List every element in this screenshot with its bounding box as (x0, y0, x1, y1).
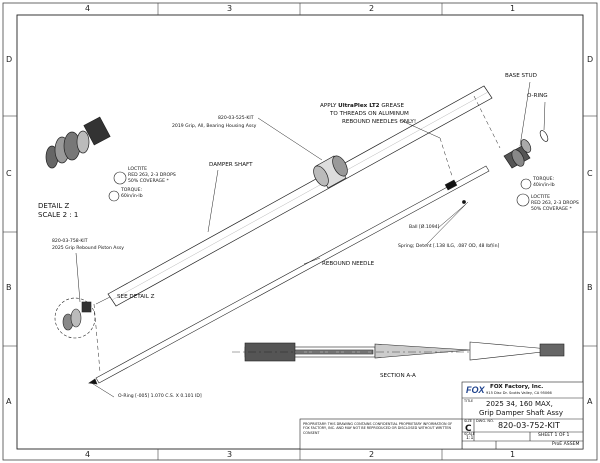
scale-value: 1:1 (466, 436, 474, 441)
piston-part-number: 820-03-758-KIT (52, 239, 88, 244)
bearing-housing-drawing (313, 155, 348, 189)
loctite-right-1: LOCTITE (531, 195, 551, 200)
torque-left-1: TORQUE: (121, 188, 143, 193)
zone-row-a-left: A (6, 397, 12, 406)
piston-description: 2025 Grip Rebound Piston Assy (52, 246, 124, 251)
zone-col-2-top: 2 (369, 4, 375, 13)
torque-right-1: TORQUE: (533, 177, 555, 182)
o-ring-label: O-RING (527, 93, 548, 99)
zone-ticks (3, 3, 597, 460)
dwg-no-label: DWG. NO. (476, 419, 494, 423)
zone-row-d-right: D (587, 55, 594, 64)
scale-label: SCALE (464, 432, 475, 436)
ball-label: Ball [Ø.1094] (409, 225, 440, 230)
damper-shaft-label: DAMPER SHAFT (209, 162, 253, 168)
zone-row-a-right: A (587, 397, 593, 406)
proprietary-notice: PROPRIETARY: THIS DRAWING CONTAINS CONFI… (303, 422, 453, 435)
leader-lines (75, 81, 546, 398)
zone-col-4-bottom: 4 (85, 450, 91, 459)
loctite-right-3: 50% COVERAGE * (531, 207, 572, 212)
section-a-a-drawing (232, 341, 565, 362)
title-block-lines (299, 381, 584, 450)
zone-row-b-left: B (6, 283, 12, 292)
size-value: C (465, 424, 472, 434)
zone-row-c-left: C (6, 169, 12, 178)
grease-note-line-3: REBOUND NEEDLES ONLY! (342, 119, 417, 125)
base-stud-label: BASE STUD (505, 73, 537, 79)
zone-row-b-right: B (587, 283, 593, 292)
see-detail-z-label: SEE DETAIL Z (117, 294, 155, 300)
zone-col-1-top: 1 (510, 4, 516, 13)
dwg-no-value: 820-03-752-KIT (498, 421, 560, 430)
detail-z-scale: SCALE 2 : 1 (38, 211, 79, 219)
zone-row-d-left: D (6, 55, 13, 64)
loctite-left-1: LOCTITE (128, 167, 148, 172)
zone-col-2-bottom: 2 (369, 450, 375, 459)
cad-label: ProE ASSEM (552, 442, 580, 447)
see-detail-drawing (54, 297, 96, 339)
section-label: SECTION A-A (380, 373, 416, 379)
company-name: FOX Factory, Inc. (490, 384, 544, 390)
grease-note-apply: APPLY (320, 103, 337, 109)
title-tag: TITLE (464, 399, 474, 403)
zone-col-4-top: 4 (85, 4, 91, 13)
assembly-lines (93, 95, 501, 373)
torque-left-2: 60in/in-lb (121, 194, 143, 199)
rebound-needle-drawing (88, 165, 490, 385)
drawing-title-line-1: 2025 34, 160 MAX, (486, 400, 553, 408)
spring-label: Spring; Detent [.138 ILG, .087 OD, 48 lb… (398, 244, 500, 249)
bearing-description: 2019 Grip, All, Bearing Housing Assy (172, 124, 257, 129)
loctite-left-2: RED 263, 2-3 DROPS (128, 173, 176, 178)
grease-product: UltraPlex LT2 (338, 103, 380, 109)
drawing-title-line-2: Grip Damper Shaft Assy (479, 409, 563, 417)
rebound-needle-label: REBOUND NEEDLE (322, 261, 375, 267)
zone-row-c-right: C (587, 169, 593, 178)
base-stud-drawing (503, 130, 549, 169)
torque-right-2: 40in/in-lb (533, 183, 555, 188)
fox-logo: FOX (466, 385, 485, 395)
zone-col-1-bottom: 1 (510, 450, 516, 459)
loctite-right-2: RED 263, 2-3 DROPS (531, 201, 579, 206)
damper-shaft-drawing (107, 85, 493, 307)
bearing-part-number: 820-03-525-KIT (218, 116, 254, 121)
grease-note: APPLY UltraPlex LT2 GREASE (320, 103, 404, 110)
detail-z-title: DETAIL Z (38, 202, 70, 210)
grease-note-grease: GREASE (381, 103, 404, 109)
grease-note-line-2: TO THREADS ON ALUMINUM (330, 111, 409, 117)
sheet-value: SHEET 1 OF 1 (538, 433, 570, 438)
company-address: 915 Disc Dr. Scotts Valley, CA 95066 (486, 391, 552, 395)
detail-z-drawing (45, 116, 111, 169)
o-ring-spec-label: O-Ring [-005] 1.070 C.S. X 0.101 ID] (118, 394, 202, 399)
zone-col-3-bottom: 3 (227, 450, 233, 459)
size-label: SIZE (464, 419, 473, 423)
loctite-left-3: 50% COVERAGE * (128, 179, 169, 184)
zone-col-3-top: 3 (227, 4, 233, 13)
loctite-badges (108, 171, 532, 207)
